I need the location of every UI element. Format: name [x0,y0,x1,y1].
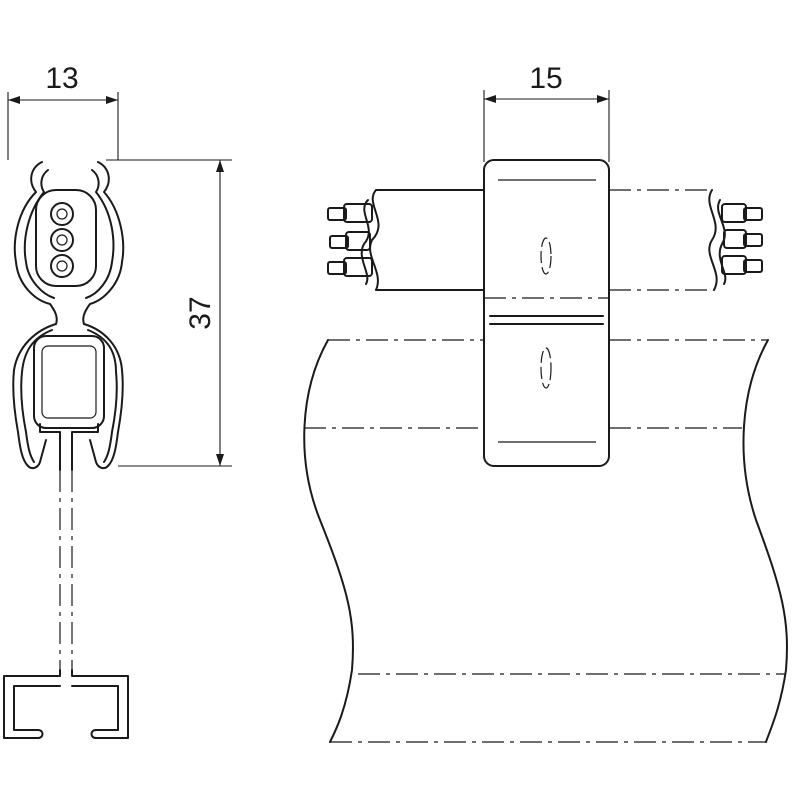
clip-front-body [483,159,610,467]
dimension-height-37: 37 [106,159,232,467]
wire-pocket [35,189,97,287]
wire-circle-3 [50,254,74,278]
wire-circle-2 [50,228,74,252]
cable-bundle [327,189,763,291]
profile-pocket [33,335,105,429]
rail-stem [39,423,99,670]
side-view: 13 37 [3,62,232,739]
dimension-width-13: 13 [7,62,119,160]
clip-side-profile [12,161,125,470]
dimension-width-15: 15 [483,62,610,162]
dimension-label-37: 37 [184,296,217,329]
front-view: 15 [303,62,788,743]
c-channel [3,669,129,739]
dimension-label-13: 13 [45,62,78,95]
wire-circle-1 [50,202,74,226]
profile-panel [303,339,788,743]
dimension-label-15: 15 [529,62,562,95]
slot-lower [540,347,552,389]
slot-upper [540,237,552,275]
